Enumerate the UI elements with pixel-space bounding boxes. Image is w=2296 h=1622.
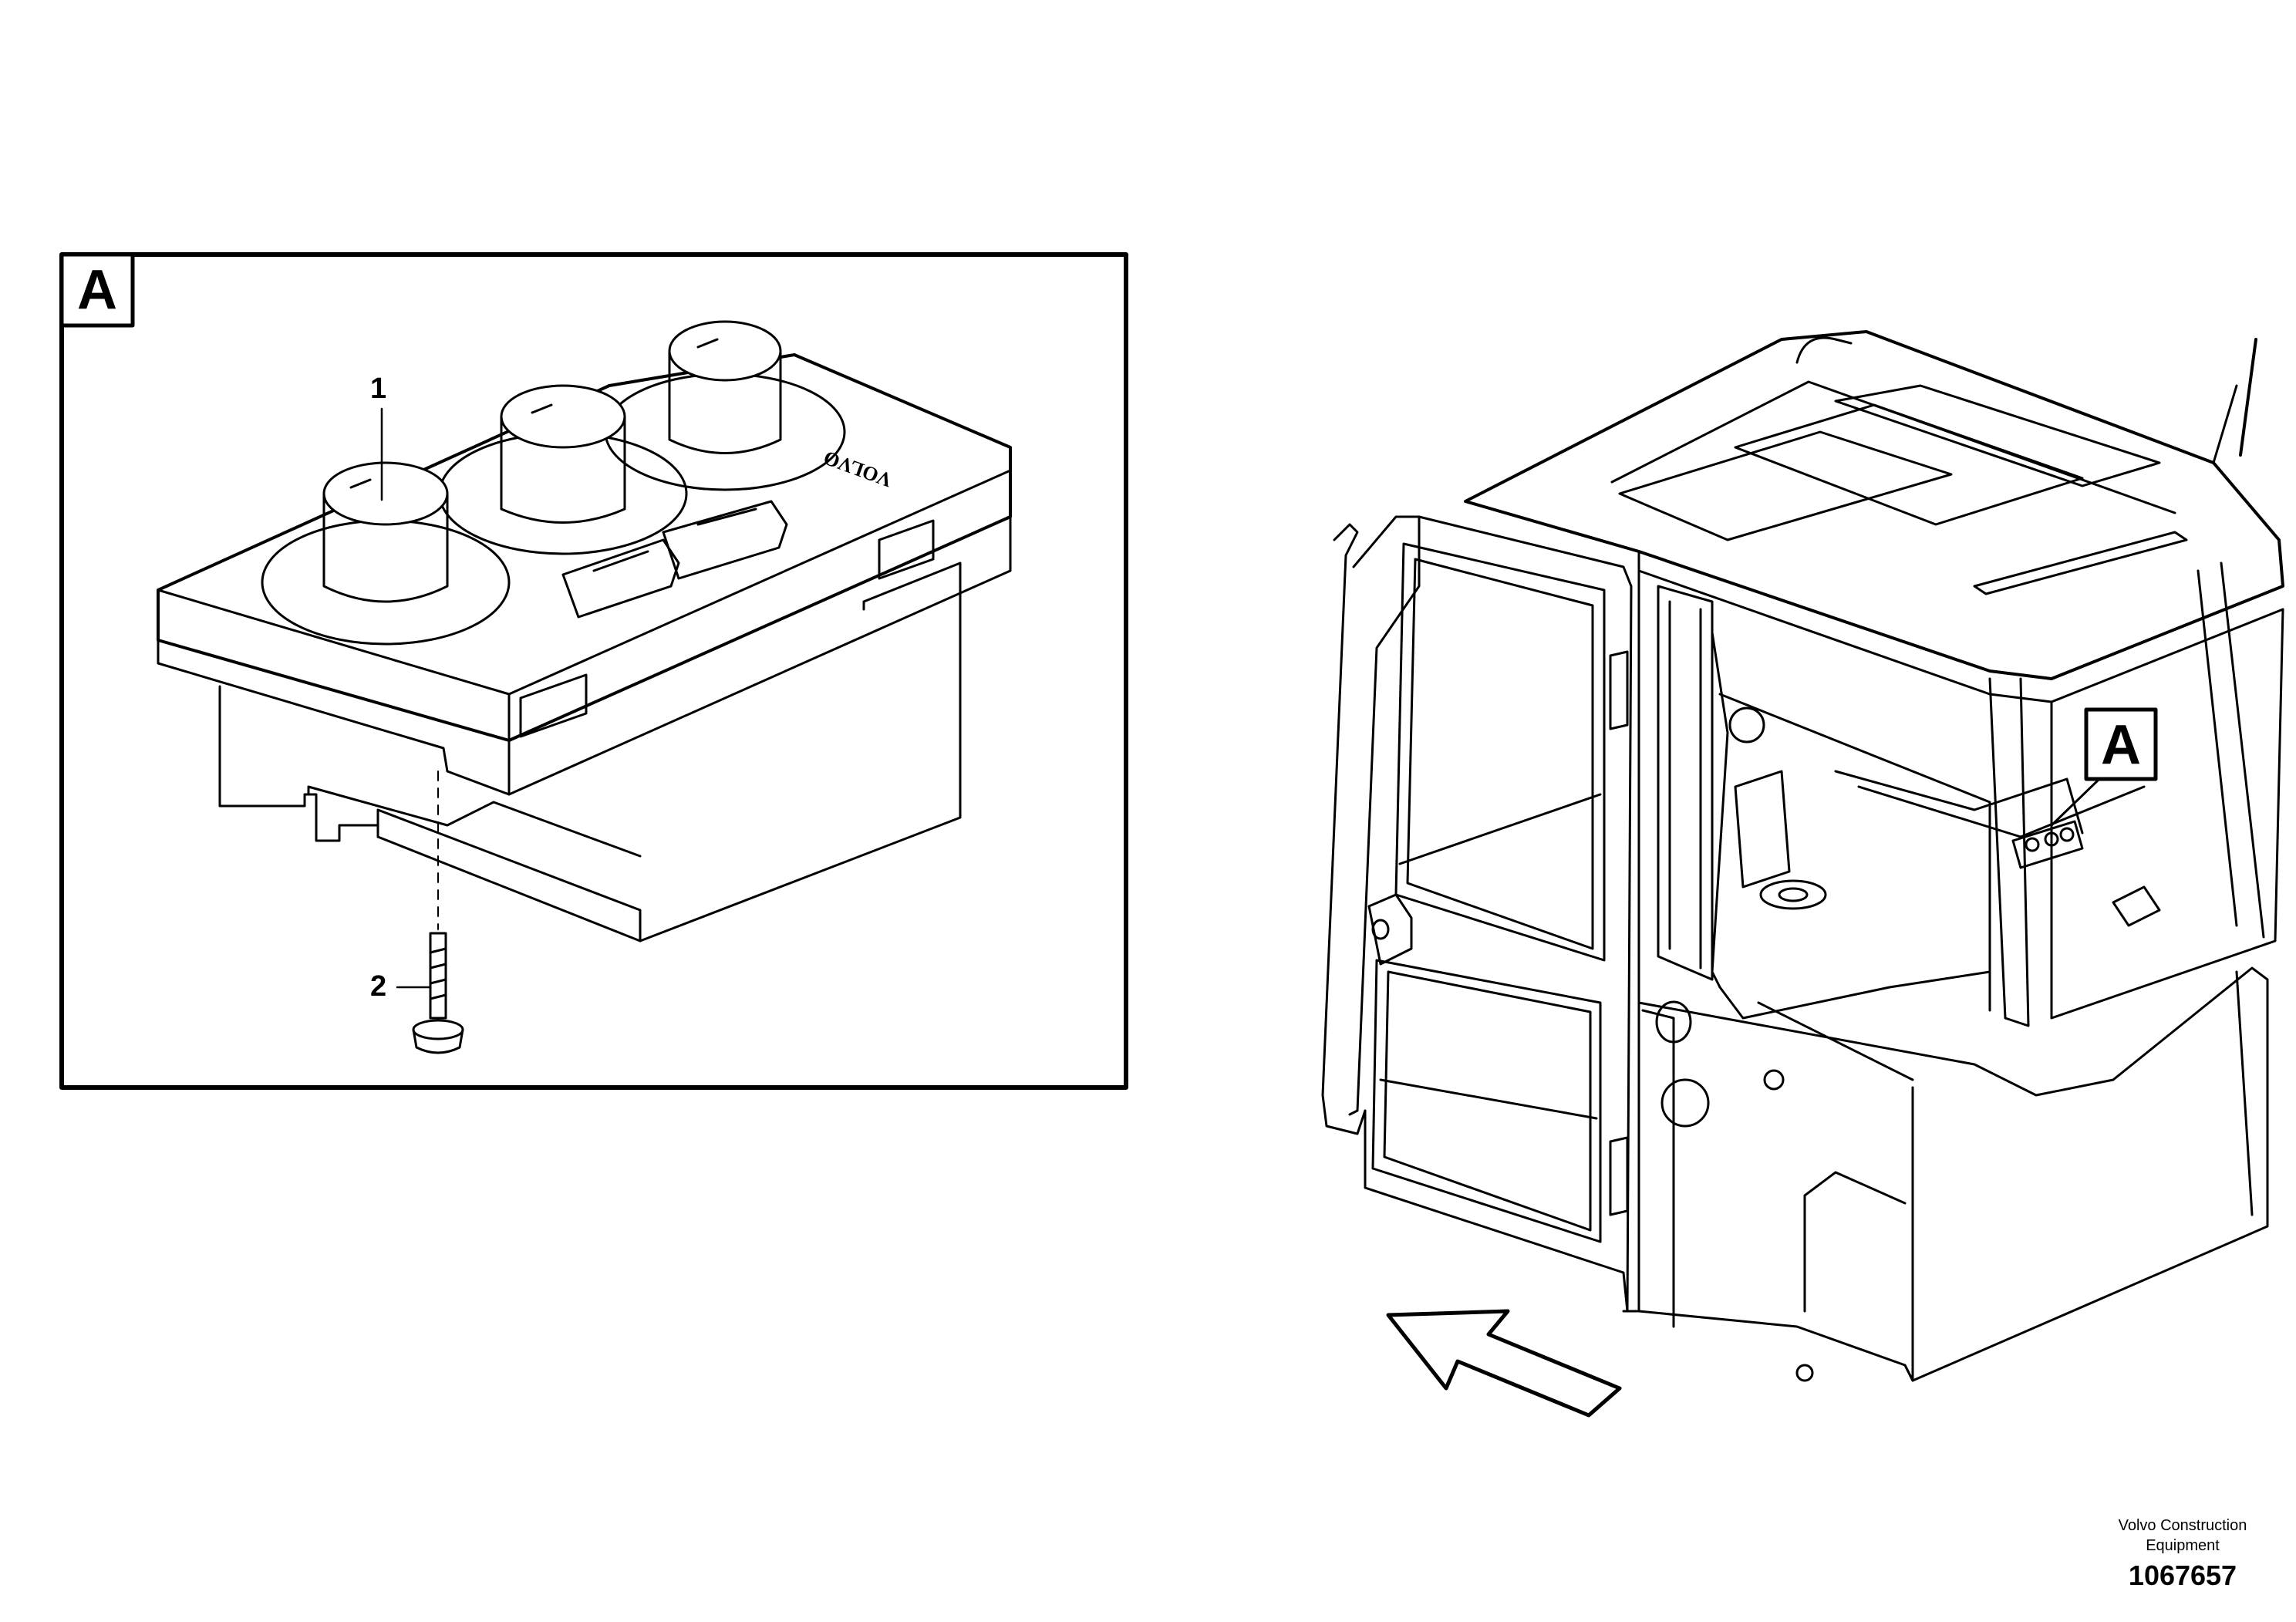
- drawing-number: 1067657: [2128, 1560, 2237, 1591]
- panel-top-face: [157, 353, 1012, 742]
- knob-3: [604, 320, 846, 491]
- panel-housing: [218, 561, 962, 943]
- detail-label: A: [77, 259, 117, 321]
- view-label: A: [2101, 714, 2141, 776]
- rocker-switch-2: [662, 500, 788, 580]
- control-panel-location: [2011, 820, 2084, 869]
- detail-label-box: [59, 252, 135, 328]
- callout-part-2: 2: [370, 970, 387, 1003]
- view-label-leader: [2050, 777, 2101, 827]
- callout-part-1: 1: [370, 373, 387, 405]
- panel-brand-mark: VOLVO: [821, 447, 895, 492]
- cab-drawing: [1321, 330, 2284, 1382]
- view-direction-arrow: [1386, 1309, 1622, 1418]
- cab-lower-body: [1637, 966, 2269, 1382]
- door-window-upper: [1394, 542, 1606, 962]
- detail-frame: [59, 252, 1128, 1090]
- knob-2: [438, 384, 688, 555]
- view-label-box: [2084, 707, 2158, 781]
- control-panel-drawing: [157, 320, 1012, 943]
- company-name: Volvo Construction Equipment: [2118, 1517, 2247, 1554]
- screw: [412, 771, 464, 1054]
- drawing-reference: Volvo Construction Equipment 1067657: [2082, 1516, 2283, 1591]
- knob-1: [261, 461, 511, 646]
- door-window-lower: [1371, 959, 1602, 1243]
- rocker-switch-1: [561, 538, 680, 619]
- cab-roof: [1464, 330, 2284, 680]
